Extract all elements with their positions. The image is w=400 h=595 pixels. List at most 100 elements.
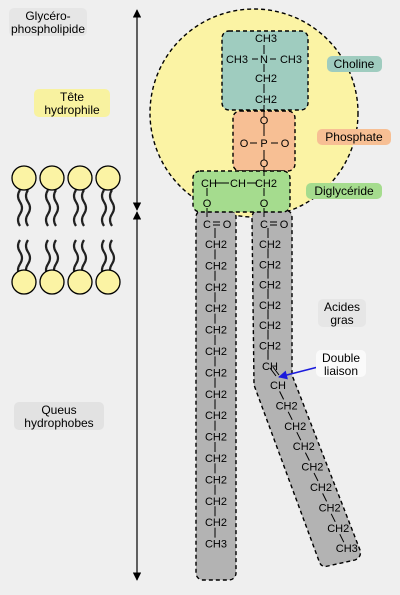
double-bond-label: Double liaison	[316, 350, 366, 378]
acides-label: Acides gras	[318, 299, 366, 327]
glycerol-ch: CH	[230, 178, 246, 190]
chain-bond	[279, 391, 285, 400]
lipid-tail	[24, 189, 32, 227]
chain-atom: CH	[270, 380, 286, 392]
glycero-label: Glycéro- phospholipide	[9, 8, 87, 36]
lipid-tail	[72, 239, 80, 277]
lipid-head	[11, 165, 37, 191]
diglyceride-text: Diglycéride	[314, 184, 374, 198]
tete-label: Tête hydrophile	[34, 89, 110, 117]
queus-label: Queus hydrophobes	[14, 402, 104, 430]
phosphate-text: Phosphate	[325, 130, 383, 144]
saturated-tail-box	[195, 209, 237, 581]
double-bond-line	[269, 367, 277, 377]
chain-atom: CH2	[276, 400, 298, 412]
chain-atom: CH2	[205, 239, 227, 251]
lipid-tail	[100, 239, 108, 277]
acides-line1: Acides	[324, 300, 360, 314]
chain-atom: CH2	[205, 367, 227, 379]
lipid-tail	[72, 189, 80, 227]
chain-atom: CH2	[259, 239, 281, 251]
chain-atom: CH2	[205, 517, 227, 529]
ch3-right: CH3	[280, 54, 302, 66]
chain-atom: CH2	[205, 474, 227, 486]
ch2-b: CH2	[255, 94, 277, 106]
unsaturated-chain: CH2CH2CH2CH2CH2CH2CHCHCH2CH2CH2CH2CH2CH2…	[259, 228, 358, 555]
lipid-tail	[44, 239, 52, 277]
lipid-tail	[16, 189, 24, 227]
phosphate-label: Phosphate	[317, 129, 391, 145]
chain-atom: CH2	[205, 325, 227, 337]
choline-box	[221, 30, 309, 111]
chain-atom: CH2	[293, 441, 315, 453]
head-bonds	[206, 45, 278, 226]
diglyceride-label: Diglycéride	[306, 183, 382, 199]
queus-line1: Queus	[41, 403, 76, 417]
o-top: O	[260, 115, 269, 127]
chain-atom: CH3	[336, 543, 358, 555]
glycerol-ch-left: CH	[201, 178, 217, 190]
ester-o-left: O	[203, 198, 212, 210]
chain-atom: CH2	[205, 303, 227, 315]
glycerol-ch2-right: CH2	[255, 178, 277, 190]
chain-atom: CH2	[259, 259, 281, 271]
lipid-head	[39, 165, 65, 191]
lipid-tail	[52, 189, 60, 227]
queus-line2: hydrophobes	[24, 416, 93, 430]
choline-label: Choline	[327, 56, 382, 72]
nitrogen: N	[260, 54, 268, 66]
saturated-chain: CH2CH2CH2CH2CH2CH2CH2CH2CH2CH2CH2CH2CH2C…	[205, 228, 227, 551]
o-right: O	[281, 138, 290, 150]
ch3-left: CH3	[226, 54, 248, 66]
lipid-tail	[16, 239, 24, 277]
o-left: O	[240, 138, 249, 150]
chain-atom: CH2	[205, 282, 227, 294]
chain-atom: CH2	[205, 453, 227, 465]
lipid-tail	[80, 189, 88, 227]
lipid-head	[11, 269, 37, 295]
glycero-line2: phospholipide	[11, 22, 85, 36]
ch3-top: CH3	[255, 33, 277, 45]
chain-atom: CH2	[205, 496, 227, 508]
chain-bond	[339, 533, 345, 543]
left-carbonyl-c: C	[203, 219, 211, 231]
chain-bond	[304, 452, 310, 461]
acides-line2: gras	[330, 313, 353, 327]
chain-atom: CH3	[205, 539, 227, 551]
chain-atom: CH	[262, 361, 278, 373]
double-bond-line	[272, 366, 280, 376]
tete-line2: hydrophile	[44, 103, 100, 117]
double-line1: Double	[322, 351, 360, 365]
chain-atom: CH2	[205, 410, 227, 422]
chain-bond	[313, 472, 319, 482]
chain-atom: CH2	[205, 432, 227, 444]
chain-atom: CH2	[310, 482, 332, 494]
chain-atom: CH2	[259, 300, 281, 312]
lipid-head	[67, 165, 93, 191]
double-line2: liaison	[324, 364, 358, 378]
chain-atom: CH2	[205, 346, 227, 358]
lipid-tail	[100, 189, 108, 227]
unsaturated-tail-box	[251, 209, 362, 568]
lipid-head	[39, 269, 65, 295]
left-carbonyl-o: O	[223, 219, 232, 231]
glycero-line1: Glycéro-	[25, 9, 70, 23]
double-bond-arrow	[278, 366, 319, 380]
chain-bond	[287, 411, 293, 421]
chain-atom: CH2	[284, 421, 306, 433]
head-chemistry: CH3 CH3 N CH3 CH2 CH2 O O P O O CH CH CH…	[201, 33, 302, 231]
chain-atom: CH2	[301, 462, 323, 474]
lipid-head	[95, 269, 121, 295]
chain-atom: CH2	[205, 260, 227, 272]
tete-line1: Tête	[60, 90, 84, 104]
lipid-tail	[108, 189, 116, 227]
chain-bond	[330, 513, 336, 523]
ch2-a: CH2	[255, 73, 277, 85]
chain-atom: CH2	[259, 320, 281, 332]
phosphorus: P	[260, 138, 267, 150]
right-carbonyl-o: O	[280, 219, 289, 231]
diglyceride-box	[192, 170, 291, 213]
lipid-bilayer-icon	[11, 165, 121, 295]
chain-atom: CH2	[259, 341, 281, 353]
